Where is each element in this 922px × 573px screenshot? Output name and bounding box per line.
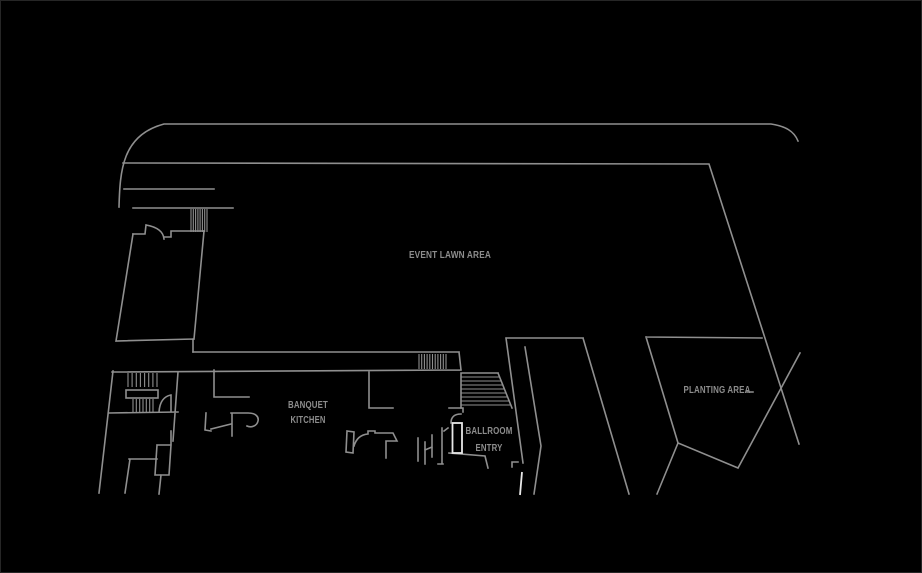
site-boundary xyxy=(118,123,800,208)
upper-left-steps-hatching xyxy=(190,209,208,232)
stair-upper-flight xyxy=(127,373,158,387)
walkway-edge-highlight xyxy=(519,471,523,496)
label-banquet-kitchen-line2: KITCHEN xyxy=(291,414,326,426)
label-ballroom-entry-line2: ENTRY xyxy=(476,442,503,454)
entry-stair-treads xyxy=(461,376,511,406)
interior-staircase xyxy=(125,373,172,413)
building-door xyxy=(132,224,205,240)
label-event-lawn-area: EVENT LAWN AREA xyxy=(409,249,491,261)
stair-lower-flight xyxy=(132,399,154,413)
lower-left-walls xyxy=(98,370,179,495)
banquet-kitchen-walls xyxy=(213,369,394,409)
label-ballroom-entry-line1: BALLROOM xyxy=(466,425,513,437)
ballroom-entry-stairs xyxy=(448,371,514,469)
planting-area-outline xyxy=(645,336,802,496)
stair-door xyxy=(158,394,172,413)
lawn-terrace-edge xyxy=(111,351,462,373)
label-planting-area: PLANTING AREA xyxy=(684,384,751,396)
upper-left-building xyxy=(115,224,205,353)
entry-door-leaf xyxy=(451,422,463,454)
walkways xyxy=(505,337,630,496)
event-lawn-outline xyxy=(122,162,801,446)
terrace-steps-hatching xyxy=(418,354,447,369)
stair-landing xyxy=(125,389,159,399)
label-banquet-kitchen-line1: BANQUET xyxy=(288,399,328,411)
kitchen-fixtures xyxy=(204,412,450,465)
